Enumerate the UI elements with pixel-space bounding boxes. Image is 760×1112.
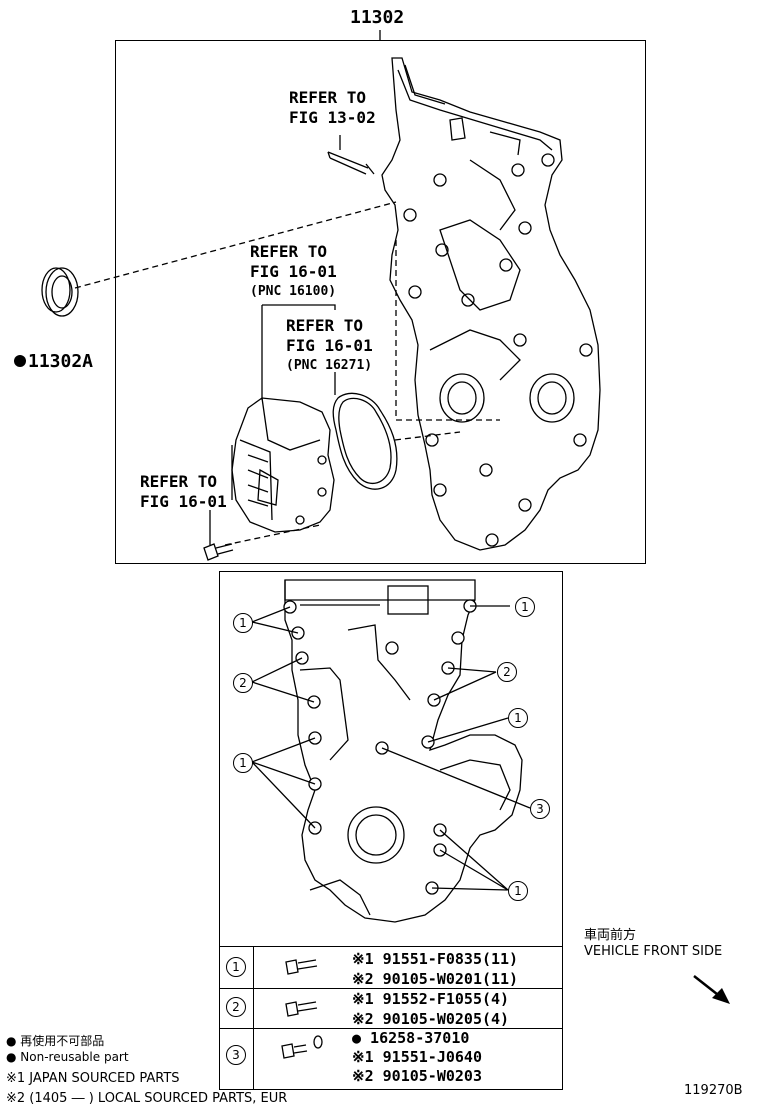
vehicle-front-jp: 車両前方 xyxy=(584,928,637,943)
part-number-11302a-text: 11302A xyxy=(28,351,94,372)
part-number: ※1 91551-J0640 xyxy=(352,1048,482,1066)
part-number: ● 16258-37010 xyxy=(352,1029,470,1047)
part-number-11302: 11302 xyxy=(350,7,405,28)
figure-id: 119270B xyxy=(684,1083,743,1098)
vehicle-front-en: VEHICLE FRONT SIDE xyxy=(584,944,723,959)
callout-pnc: (PNC 16271) xyxy=(286,358,373,373)
callout-fig-13-02: REFER TO FIG 13-02 xyxy=(289,88,376,128)
callout-line: FIG 13-02 xyxy=(289,108,376,127)
stud-bolt-drawing xyxy=(327,151,375,175)
bolt-drawing xyxy=(203,543,234,561)
legend-row-1-parts: ※1 91551-F0835(11) ※2 90105-W0201(11) xyxy=(352,949,518,989)
note-japan-sourced: ※1 JAPAN SOURCED PARTS xyxy=(6,1071,180,1086)
part-number: ※1 91552-F1055(4) xyxy=(352,990,510,1008)
callout-pnc: (PNC 16100) xyxy=(250,284,337,299)
part-number: ※2 90105-W0203 xyxy=(352,1067,482,1085)
seal-dash-leader xyxy=(74,201,397,289)
water-pump-drawing xyxy=(231,397,335,533)
bolt-marker: 2 xyxy=(233,673,253,693)
non-reusable-dot xyxy=(14,355,26,367)
legend-row-divider-1 xyxy=(219,988,563,989)
bolt-marker: 3 xyxy=(530,799,550,819)
oil-seal-drawing xyxy=(41,267,79,317)
callout-fig-16-01-b: REFER TO FIG 16-01 (PNC 16271) xyxy=(286,316,373,376)
legend-row-2-parts: ※1 91552-F1055(4) ※2 90105-W0205(4) xyxy=(352,989,509,1029)
timing-cover-drawing xyxy=(381,57,601,551)
front-arrow-head xyxy=(712,988,730,1004)
bolt-marker: 1 xyxy=(515,597,535,617)
callout-line: REFER TO xyxy=(286,316,364,335)
legend-row-divider-2 xyxy=(219,1028,563,1029)
legend-marker-3: 3 xyxy=(226,1045,246,1065)
legend-row-3-parts: ● 16258-37010 ※1 91551-J0640 ※2 90105-W0… xyxy=(352,1029,482,1086)
upper-diagram-frame xyxy=(115,40,646,564)
legend-table xyxy=(219,946,563,1090)
bolt-marker: 1 xyxy=(508,881,528,901)
note-non-reusable-jp: ● 再使用不可部品 xyxy=(6,1034,105,1048)
callout-fig-16-01-c: REFER TO FIG 16-01 xyxy=(140,472,227,512)
callout-fig-16-01-a: REFER TO FIG 16-01 (PNC 16100) xyxy=(250,242,337,302)
gasket-drawing xyxy=(332,392,398,490)
note-local-sourced: ※2 (1405 ― ) LOCAL SOURCED PARTS, EUR xyxy=(6,1091,288,1106)
legend-marker-2: 2 xyxy=(226,997,246,1017)
callout-line: REFER TO xyxy=(140,472,218,491)
bolt-marker: 1 xyxy=(233,613,253,633)
legend-marker-1: 1 xyxy=(226,957,246,977)
bolt-marker: 1 xyxy=(508,708,528,728)
legend-col-divider xyxy=(253,946,254,1090)
part-number: ※2 90105-W0201(11) xyxy=(352,970,519,988)
callout-line: FIG 16-01 xyxy=(250,262,337,281)
bolt-marker: 1 xyxy=(233,753,253,773)
note-non-reusable-en: ● Non-reusable part xyxy=(6,1050,129,1064)
legend-bolt-icons xyxy=(281,959,323,1059)
part-number: ※1 91551-F0835(11) xyxy=(352,950,519,968)
part-number-11302a: 11302A xyxy=(14,352,93,372)
callout-line: REFER TO xyxy=(250,242,328,261)
part-number: ※2 90105-W0205(4) xyxy=(352,1010,510,1028)
callout-line: FIG 16-01 xyxy=(286,336,373,355)
bolt-marker: 2 xyxy=(497,662,517,682)
callout-line: FIG 16-01 xyxy=(140,492,227,511)
callout-line: REFER TO xyxy=(289,88,367,107)
